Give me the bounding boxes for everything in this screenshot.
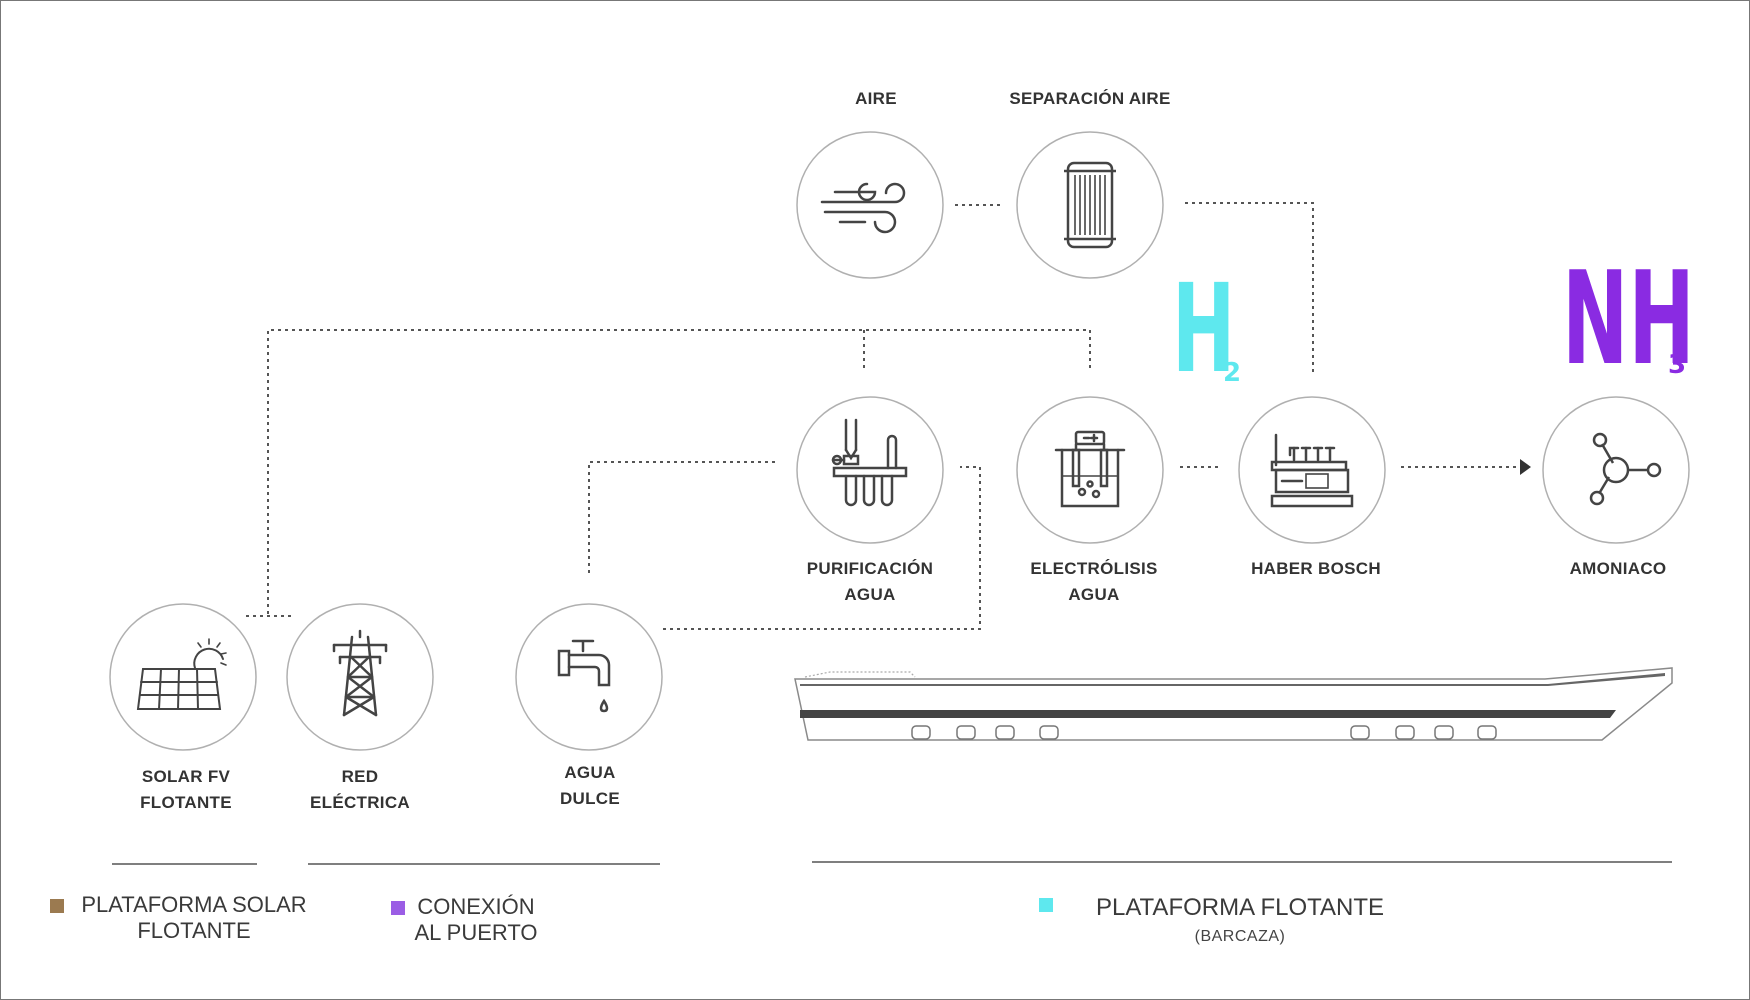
node-agua-dulce (515, 603, 663, 751)
water-tap-icon (557, 639, 611, 713)
legend-flotante: PLATAFORMA FLOTANTE (1095, 894, 1385, 921)
wind-icon (820, 182, 906, 234)
legend-puerto: CONEXIÓN AL PUERTO (414, 894, 538, 945)
formula-nh3-sub: 3 (1668, 350, 1687, 380)
legend-lines (112, 861, 1672, 865)
node-purificacion-agua (796, 396, 944, 544)
node-electrolisis-agua (1016, 396, 1164, 544)
solar-panel-icon (136, 638, 227, 710)
label-agua-dulce: AGUA DULCE (559, 763, 621, 808)
label-amoniaco: AMONIACO (1569, 559, 1667, 578)
legend-solar: PLATAFORMA SOLAR FLOTANTE (81, 892, 307, 943)
reactor-icon (1270, 433, 1354, 508)
connector-separacion-haber (1185, 202, 1314, 372)
formula-h2-main: H (1172, 258, 1236, 400)
label-aire: AIRE (855, 89, 897, 108)
legend-swatch-solar (50, 899, 64, 913)
electrolysis-icon (1054, 430, 1126, 508)
connector-agua-purificacion (588, 461, 775, 573)
label-purificacion-agua: PURIFICACIÓN AGUA (806, 559, 934, 604)
label-solar-fv: SOLAR FV FLOTANTE (140, 767, 232, 812)
node-circles (109, 131, 1690, 751)
power-tower-icon (332, 629, 388, 717)
air-filter-icon (1064, 161, 1116, 249)
formula-h2: H 2 (1172, 268, 1274, 390)
arrow-head (1520, 459, 1531, 475)
water-purification-icon (831, 418, 908, 507)
label-separacion-aire: SEPARACIÓN AIRE (1009, 89, 1171, 108)
legend-swatch-flotante (1039, 898, 1053, 912)
label-red-electrica: RED ELÉCTRICA (310, 767, 410, 812)
node-amoniaco (1542, 396, 1690, 544)
legend-swatch-puerto (391, 901, 405, 915)
formula-nh3: NH 3 (1562, 256, 1750, 384)
formula-nh3-main: NH (1562, 245, 1695, 394)
legend-flotante-sub: (BARCAZA) (1194, 928, 1286, 945)
molecule-icon (1589, 432, 1662, 506)
connectors (246, 202, 1520, 630)
node-aire (796, 131, 944, 279)
label-electrolisis-agua: ELECTRÓLISIS AGUA (1030, 559, 1158, 604)
formula-h2-sub: 2 (1223, 358, 1242, 388)
node-solar-fv (109, 603, 257, 751)
barge-icon (794, 667, 1673, 741)
label-haber-bosch: HABER BOSCH (1251, 559, 1381, 578)
connector-solar-electrolisis (267, 329, 1091, 614)
